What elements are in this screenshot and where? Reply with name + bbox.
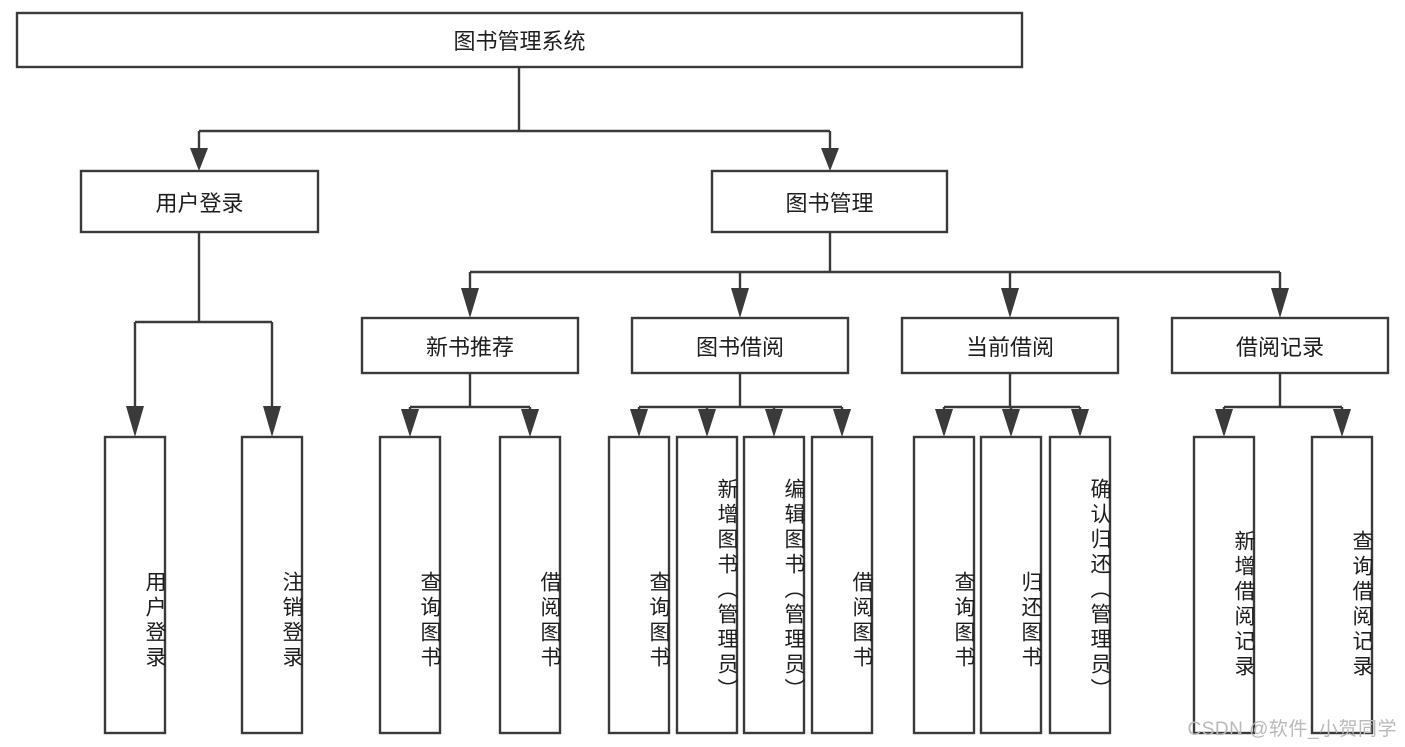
node-box-current-borrow[interactable] xyxy=(900,316,1120,375)
connector-group-current-borrow xyxy=(935,373,1089,437)
arrowhead-borrow-record xyxy=(1271,288,1289,318)
arrowhead-leaf-user-login xyxy=(126,406,144,437)
arrowhead-leaf-borrow-book-1 xyxy=(521,409,539,437)
node-box-leaf-return-book[interactable] xyxy=(979,435,1043,735)
node-box-leaf-borrow-book-1[interactable] xyxy=(498,435,562,735)
node-box-leaf-confirm-return[interactable] xyxy=(1048,435,1112,735)
connector-group-user-login xyxy=(126,232,281,437)
node-box-root[interactable] xyxy=(15,11,1024,69)
arrowhead-current-borrow xyxy=(1001,288,1019,318)
arrowhead-new-book-rec xyxy=(461,288,479,318)
node-box-user-login[interactable] xyxy=(79,169,320,234)
node-box-leaf-query-book-1[interactable] xyxy=(378,435,442,735)
node-box-leaf-add-record[interactable] xyxy=(1192,435,1256,735)
node-box-new-book-rec[interactable] xyxy=(360,316,580,375)
connector-group-book-manage xyxy=(461,232,1289,318)
arrowhead-leaf-add-book xyxy=(698,409,716,437)
connector-group-book-borrow xyxy=(630,373,851,437)
arrowhead-leaf-query-book-3 xyxy=(935,409,953,437)
node-box-leaf-borrow-book-2[interactable] xyxy=(810,435,874,735)
node-box-leaf-query-record[interactable] xyxy=(1310,435,1374,735)
arrowhead-book-borrow xyxy=(731,288,749,318)
node-box-leaf-query-book-2[interactable] xyxy=(607,435,671,735)
node-box-leaf-query-book-3[interactable] xyxy=(912,435,976,735)
arrowhead-root-user-login xyxy=(190,148,208,171)
connector-group-root xyxy=(190,67,839,171)
arrowhead-root-book-manage xyxy=(821,148,839,171)
node-box-book-borrow[interactable] xyxy=(630,316,850,375)
arrowhead-leaf-return-book xyxy=(1002,409,1020,437)
node-box-borrow-record[interactable] xyxy=(1170,316,1390,375)
arrowhead-leaf-query-book-2 xyxy=(630,409,648,437)
connector-group-new-book-rec xyxy=(401,373,539,437)
arrowhead-leaf-confirm-return xyxy=(1071,409,1089,437)
connector-group-borrow-record xyxy=(1215,373,1351,437)
node-box-leaf-edit-book[interactable] xyxy=(742,435,806,735)
node-box-leaf-add-book[interactable] xyxy=(675,435,739,735)
arrowhead-leaf-borrow-book-2 xyxy=(833,409,851,437)
node-box-leaf-logout[interactable] xyxy=(240,435,304,735)
arrowhead-leaf-add-record xyxy=(1215,409,1233,437)
node-box-book-manage[interactable] xyxy=(710,169,949,234)
arrowhead-leaf-query-book-1 xyxy=(401,409,419,437)
arrowhead-leaf-logout xyxy=(263,406,281,437)
node-box-leaf-user-login[interactable] xyxy=(103,435,167,735)
arrowhead-leaf-query-record xyxy=(1333,409,1351,437)
arrowhead-leaf-edit-book xyxy=(765,409,783,437)
